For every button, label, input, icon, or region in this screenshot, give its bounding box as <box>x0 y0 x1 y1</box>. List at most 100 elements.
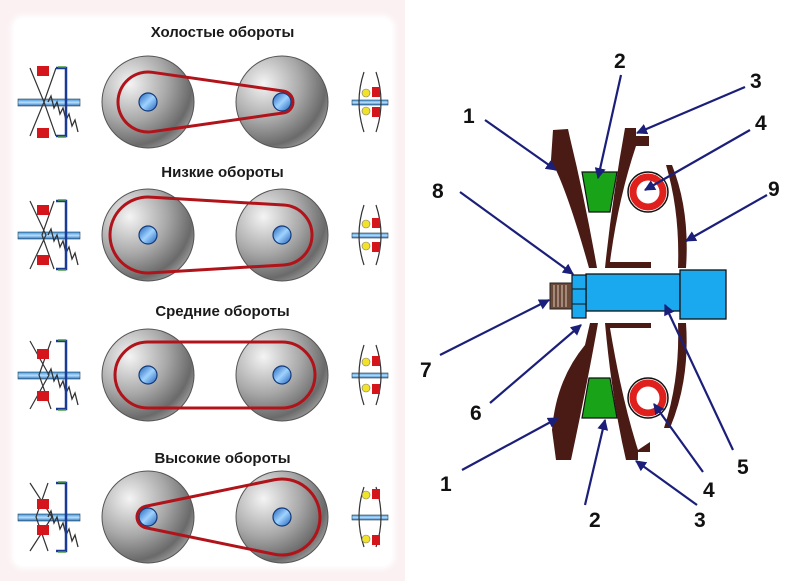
ramp-plate-lower <box>664 323 687 428</box>
nut <box>571 274 587 319</box>
clutch-axle <box>351 232 389 239</box>
arrow-8 <box>459 191 574 275</box>
variator-housing-bracket <box>56 481 68 553</box>
callout-8: 8 <box>432 180 444 203</box>
variator-roller-bottom <box>37 525 49 535</box>
callout-5: 5 <box>737 456 749 479</box>
drive-belt <box>108 195 314 275</box>
arrow-6 <box>489 324 582 404</box>
clutch-roller-top <box>361 219 371 229</box>
clutch-roller-bottom <box>361 106 371 116</box>
stage-title-idle: Холостые обороты <box>150 24 295 41</box>
variator-roller-bottom <box>37 391 49 401</box>
stage-title-medium: Средние обороты <box>155 303 290 320</box>
drive-belt <box>116 70 295 134</box>
drive-pulley-hub <box>138 507 158 527</box>
roller-upper <box>627 171 669 213</box>
clutch-sheave-outline <box>358 344 382 406</box>
clutch-roller-top <box>361 490 371 500</box>
driven-pulley-hub <box>272 365 292 385</box>
callout-1-top: 1 <box>463 105 475 128</box>
variator-spring <box>47 509 79 548</box>
movable-sheave-lower <box>605 323 651 460</box>
clutch-roller-bottom <box>361 383 371 393</box>
thread <box>549 282 573 310</box>
arrow-9 <box>685 194 768 242</box>
clutch-weight-top <box>372 489 380 499</box>
shaft-hub <box>679 269 727 320</box>
variator-housing-bracket <box>56 199 68 271</box>
clutch-roller-bottom <box>361 534 371 544</box>
arrow-1-bottom <box>461 417 559 471</box>
arrow-7 <box>439 299 550 356</box>
callout-4-top: 4 <box>755 112 767 135</box>
callout-2-bottom: 2 <box>589 509 601 532</box>
variator-roller-top <box>37 349 49 359</box>
clutch-weight-bottom <box>372 242 380 252</box>
arrow-2-top <box>594 74 623 180</box>
driven-pulley-hub <box>272 225 292 245</box>
drive-pulley-hub <box>138 365 158 385</box>
clutch-axle <box>351 372 389 379</box>
callout-3-bottom: 3 <box>694 509 706 532</box>
clutch-roller-top <box>361 357 371 367</box>
drive-pulley-hub <box>138 92 158 112</box>
variator-roller-top <box>37 205 49 215</box>
roller-lower <box>627 377 669 419</box>
arrow-4-top <box>644 129 751 191</box>
belt-section-upper <box>581 171 618 213</box>
clutch-weight-bottom <box>372 535 380 545</box>
variator-spring <box>47 94 79 133</box>
clutch-axle <box>351 514 389 521</box>
cross-section: 1 2 3 4 8 9 7 6 5 1 2 3 4 <box>420 50 780 532</box>
clutch-roller-top <box>361 88 371 98</box>
clutch-weight-top <box>372 356 380 366</box>
clutch-weight-bottom <box>372 107 380 117</box>
driven-pulley-hub <box>272 507 292 527</box>
arrow-3-top <box>635 85 746 135</box>
clutch-weight-bottom <box>372 384 380 394</box>
driven-pulley-hub <box>272 92 292 112</box>
fixed-sheave-upper <box>551 129 597 268</box>
callout-2-top: 2 <box>614 50 626 73</box>
variator-sheave-outline <box>29 67 57 137</box>
callout-9: 9 <box>768 178 780 201</box>
stage-title-low: Низкие обороты <box>161 164 284 181</box>
belt-section-lower <box>581 377 618 419</box>
arrow-5 <box>664 304 734 451</box>
clutch-axle <box>351 99 389 106</box>
arrow-3-bottom <box>635 460 698 506</box>
callout-4-bottom: 4 <box>703 479 715 502</box>
clutch-sheave-outline <box>358 71 382 133</box>
variator-spring <box>47 367 79 406</box>
clutch-roller-bottom <box>361 241 371 251</box>
variator-housing-bracket <box>56 66 68 138</box>
variator-roller-top <box>37 499 49 509</box>
drive-pulley-hub <box>138 225 158 245</box>
variator-roller-top <box>37 66 49 76</box>
variator-spring <box>47 227 79 266</box>
cvt-stages <box>17 55 389 564</box>
callout-7: 7 <box>420 359 432 382</box>
callout-1-bottom: 1 <box>440 473 452 496</box>
arrow-4-bottom <box>653 403 704 473</box>
drive-belt <box>135 477 322 557</box>
movable-sheave-upper <box>605 128 651 268</box>
variator-housing-bracket <box>56 339 68 411</box>
ramp-plate-upper <box>666 165 687 268</box>
stage-title-high: Высокие обороты <box>154 450 291 467</box>
clutch-weight-top <box>372 87 380 97</box>
callout-3-top: 3 <box>750 70 762 93</box>
variator-roller-bottom <box>37 255 49 265</box>
callout-6: 6 <box>470 402 482 425</box>
clutch-sheave-outline <box>358 204 382 266</box>
variator-roller-bottom <box>37 128 49 138</box>
arrow-1-top <box>484 119 557 171</box>
cvt-stages-panel <box>14 18 392 566</box>
variator-sheave-outline <box>29 200 55 270</box>
drive-belt <box>113 340 317 410</box>
clutch-weight-top <box>372 218 380 228</box>
fixed-sheave-lower <box>552 323 598 460</box>
arrow-2-bottom <box>583 418 609 506</box>
